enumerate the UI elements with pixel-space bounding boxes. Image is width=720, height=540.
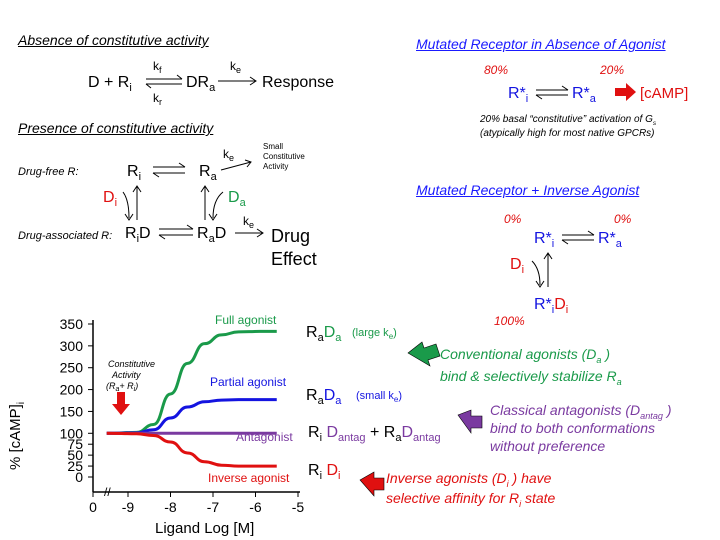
inverse-title: Mutated Receptor + Inverse Agonist	[416, 182, 640, 198]
series-inverse-agonist	[106, 431, 277, 468]
svg-text:RiD: RiD	[125, 225, 151, 245]
constitutive-annot-2: Activity	[111, 370, 141, 380]
y-tick-label: 75	[67, 436, 83, 452]
svg-text:RaD: RaD	[197, 225, 226, 245]
svg-text:R*a: R*a	[572, 85, 597, 105]
series-partial-agonist	[106, 398, 277, 435]
y-tick-label: 0	[75, 469, 83, 485]
drug-free-label: Drug-free R:	[18, 166, 79, 178]
y-tick-label: 100	[60, 425, 84, 441]
svg-text:ke: ke	[223, 147, 234, 163]
constitutive-arrow-icon	[112, 392, 130, 415]
eq1-left: D + R	[88, 74, 129, 91]
svg-text:Constitutive: Constitutive	[263, 152, 305, 161]
svg-text:0%: 0%	[614, 212, 632, 226]
label-partial: Partial agonist	[210, 375, 287, 389]
svg-text:Ra: Ra	[199, 163, 218, 183]
y-tick-label: 200	[60, 382, 84, 398]
svg-text:kr: kr	[153, 91, 162, 107]
inverse-scheme: 0% 0% R*i R*a Di R*iDi 100%	[494, 212, 632, 328]
x-tick-label: 0	[89, 499, 97, 515]
svg-text:Di: Di	[103, 189, 117, 209]
svg-text:ke: ke	[243, 214, 254, 230]
x-tick-label: -7	[207, 499, 220, 515]
svg-text:R*i: R*i	[534, 230, 554, 250]
x-tick-label: -8	[164, 499, 177, 515]
constitutive-scheme: Ri Ra ke Small Constitutive Activity Di …	[103, 142, 317, 269]
constitutive-annot-3: (Ra+ Ri)	[106, 381, 138, 393]
purple-pointer-arrow-icon	[457, 409, 483, 434]
x-tick-label: -6	[249, 499, 262, 515]
constitutive-annot-1: Constitutive	[108, 359, 155, 369]
inv-line2: selective affinity for Ri state	[386, 490, 556, 509]
mutated-title: Mutated Receptor in Absence of Agonist	[416, 36, 666, 52]
basal-line2: (atypically high for most native GPCRs)	[480, 128, 655, 139]
svg-text:Drug: Drug	[271, 226, 310, 246]
absence-title: Absence of constitutive activity	[18, 32, 209, 48]
y-axis-label: % [cAMP]i	[7, 402, 27, 470]
y-tick-label: 350	[60, 316, 84, 332]
label-full: Full agonist	[215, 313, 277, 327]
y-tick-label: 25	[67, 458, 83, 474]
class-line2: bind to both conformations	[490, 420, 655, 436]
absence-equation: D + Ri kf kr DRa ke Response	[88, 59, 334, 107]
svg-text:[cAMP]: [cAMP]	[640, 85, 688, 102]
svg-text:0%: 0%	[504, 212, 522, 226]
rada-small: RaDa	[306, 387, 342, 407]
rada-large: RaDa	[306, 324, 342, 344]
antag-species: Ri Dantag + RaDantag	[308, 424, 441, 444]
drug-assoc-label: Drug-associated R:	[18, 230, 113, 242]
label-inverse: Inverse agonist	[208, 471, 290, 485]
x-tick-label: -5	[292, 499, 305, 515]
svg-text:20%: 20%	[599, 63, 624, 77]
red-pointer-arrow-icon	[359, 471, 385, 497]
svg-text:Da: Da	[228, 189, 247, 209]
svg-text:Di: Di	[510, 256, 524, 276]
svg-text:Small: Small	[263, 142, 283, 151]
svg-text:R*i: R*i	[508, 85, 528, 105]
svg-text:kf: kf	[153, 59, 162, 75]
svg-text:D + Ri: D + Ri	[88, 74, 132, 94]
green-pointer-arrow-icon	[407, 341, 441, 367]
basal-line1: 20% basal “constitutive” activation of G…	[480, 114, 657, 127]
y-tick-label: 50	[67, 447, 83, 463]
x-axis-label: Ligand Log [M]	[155, 520, 254, 537]
y-tick-label: 150	[60, 403, 84, 419]
class-line3: without preference	[490, 438, 606, 454]
svg-text:Ri: Ri	[127, 163, 141, 183]
svg-text:80%: 80%	[484, 63, 508, 77]
svg-text:R*iDi: R*iDi	[534, 296, 568, 316]
presence-title: Presence of constitutive activity	[18, 120, 214, 136]
svg-text:DRa: DRa	[186, 74, 216, 94]
svg-text:Activity: Activity	[263, 162, 288, 171]
small-ke: (small ke)	[356, 390, 402, 404]
conv-line1: Conventional agonists (Da )	[440, 346, 611, 365]
y-tick-label: 300	[60, 338, 84, 354]
y-tick-label: 250	[60, 360, 84, 376]
svg-text:100%: 100%	[494, 314, 525, 328]
label-antagonist: Antagonist	[236, 430, 293, 444]
x-tick-label: -9	[122, 499, 135, 515]
mutated-scheme: 80% 20% R*i R*a [cAMP]	[484, 63, 688, 105]
camp-arrow-icon	[615, 83, 636, 101]
svg-text:R*a: R*a	[598, 230, 623, 250]
series-full-agonist	[106, 329, 277, 435]
class-line1: Classical antagonists (Dantag )	[490, 402, 672, 421]
inverse-species: Ri Di	[308, 462, 340, 482]
svg-text:ke: ke	[230, 59, 241, 75]
axis-break: //	[104, 485, 111, 499]
inv-line1: Inverse agonists (Di ) have	[386, 470, 552, 489]
conv-line2: bind & selectively stabilize Ra	[440, 368, 622, 387]
large-ke: (large ke)	[352, 327, 397, 341]
svg-text:Response: Response	[262, 74, 334, 91]
svg-text:Effect: Effect	[271, 249, 317, 269]
